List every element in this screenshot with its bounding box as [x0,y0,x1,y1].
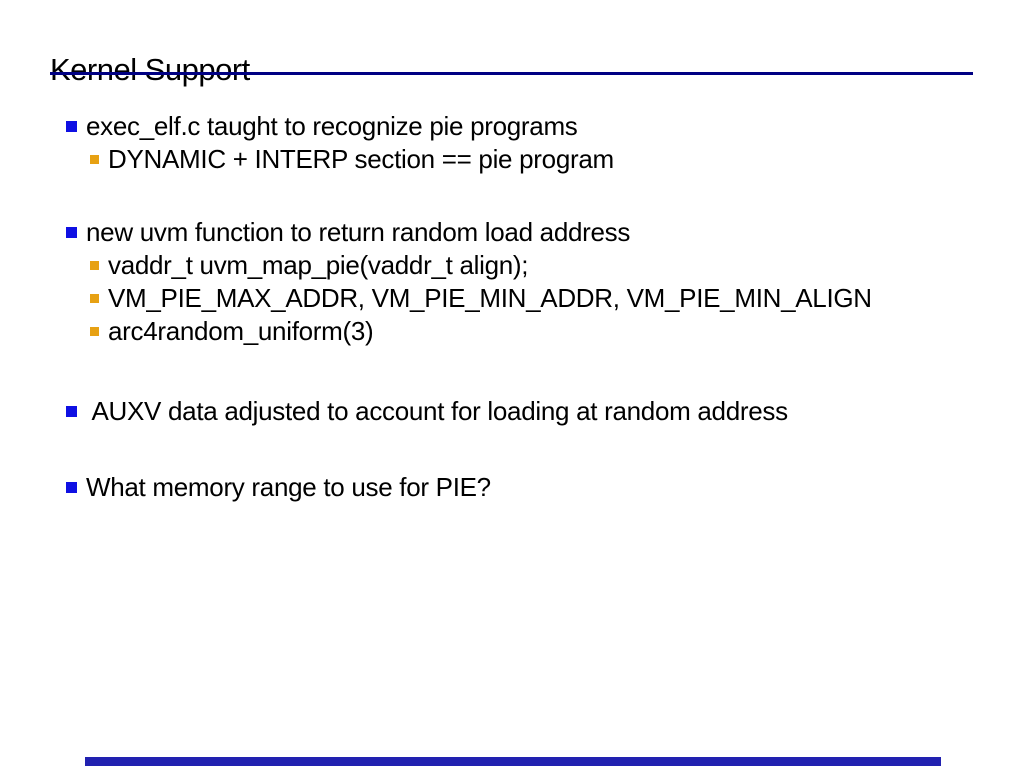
bullet-text: VM_PIE_MAX_ADDR, VM_PIE_MIN_ADDR, VM_PIE… [108,283,872,313]
sub-bullet-item-vaddr: vaddr_t uvm_map_pie(vaddr_t align); [66,249,1008,282]
slide-title: Kernel Support [50,51,250,87]
bullet-square-icon [66,227,77,238]
bullet-square-icon [66,482,77,493]
sub-bullet-item-vm-pie-constants: VM_PIE_MAX_ADDR, VM_PIE_MIN_ADDR, VM_PIE… [66,282,1008,315]
sub-bullet-item-dynamic-interp: DYNAMIC + INTERP section == pie program [66,143,1008,176]
title-underline [50,72,973,75]
bullet-text: vaddr_t uvm_map_pie(vaddr_t align); [108,250,529,280]
bullet-text: exec_elf.c taught to recognize pie progr… [86,111,578,141]
sub-bullet-square-icon [90,261,99,270]
slide-body: exec_elf.c taught to recognize pie progr… [66,110,1008,504]
bullet-text: DYNAMIC + INTERP section == pie program [108,144,614,174]
bullet-text: What memory range to use for PIE? [86,472,491,502]
sub-bullet-item-arc4random: arc4random_uniform(3) [66,315,1008,348]
sub-bullet-square-icon [90,327,99,336]
bullet-text: arc4random_uniform(3) [108,316,374,346]
bullet-square-icon [66,406,77,417]
bullet-square-icon [66,121,77,132]
bullet-item-memory-range: What memory range to use for PIE? [66,471,1008,504]
bullet-text: new uvm function to return random load a… [86,217,631,247]
footer-bar [85,757,941,766]
bullet-item-auxv: AUXV data adjusted to account for loadin… [66,395,1008,428]
sub-bullet-square-icon [90,155,99,164]
bullet-text: AUXV data adjusted to account for loadin… [86,396,788,426]
bullet-item-uvm-function: new uvm function to return random load a… [66,216,1008,249]
sub-bullet-square-icon [90,294,99,303]
bullet-item-exec-elf: exec_elf.c taught to recognize pie progr… [66,110,1008,143]
